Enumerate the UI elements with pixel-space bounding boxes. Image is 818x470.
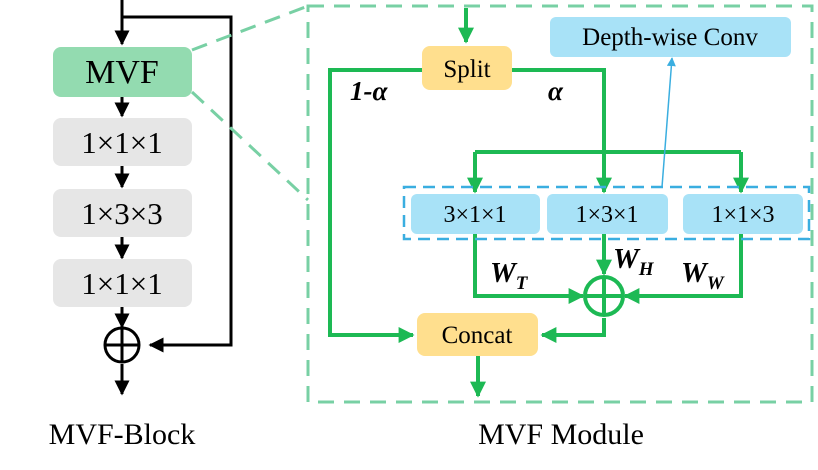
module-frame <box>306 4 814 404</box>
mvf-box-label: MVF <box>85 54 159 91</box>
layer-label-2: 1×3×3 <box>81 196 162 231</box>
split-label: Split <box>443 56 490 83</box>
conv-label-h: 1×3×1 <box>575 202 638 228</box>
layer-label-1: 1×1×1 <box>81 125 162 160</box>
conv-label-w: 1×1×3 <box>711 202 774 228</box>
weight-label-w-main: W <box>681 257 709 289</box>
conv-box-h <box>547 194 668 234</box>
oplus-icon <box>103 326 141 364</box>
zoom-line-top <box>191 4 309 52</box>
path-conv-t-out <box>473 234 585 304</box>
path-conv-w-out <box>623 234 743 304</box>
path-one-minus-alpha <box>328 68 422 343</box>
concat-box <box>417 313 538 356</box>
depthwise-pointer <box>661 57 676 188</box>
oplus-icon <box>583 275 625 317</box>
path-alpha <box>512 68 606 152</box>
mvf-box <box>53 47 192 97</box>
weight-label-w-sub: W <box>707 273 725 294</box>
weight-alpha: α <box>548 76 564 106</box>
zoom-line-bottom <box>190 90 310 202</box>
layer-label-3: 1×1×1 <box>81 266 162 301</box>
conv-box-t <box>411 194 540 234</box>
weight-label-w: WW <box>681 257 725 294</box>
path-oplus-to-concat <box>540 318 606 343</box>
depthwise-box <box>550 17 791 57</box>
weight-label-h-main: W <box>613 243 641 275</box>
weight-label-t-main: W <box>490 257 518 289</box>
weight-label-h-sub: H <box>638 259 655 280</box>
weight-label-t: WT <box>490 257 529 294</box>
conv-box-w <box>683 194 803 234</box>
mvf-module: 3×1×1 1×3×1 1×1×3 Depth-wise Conv Split … <box>306 4 814 451</box>
depthwise-label: Depth-wise Conv <box>582 24 758 51</box>
mvf-block: MVF 1×1×1 1×3×3 1×1×1 MVF-Block <box>49 0 233 451</box>
weight-one-minus-alpha: 1-α <box>350 76 388 106</box>
layer-box-1 <box>53 118 192 166</box>
conv-label-t: 3×1×1 <box>443 202 506 228</box>
weight-label-h: WH <box>613 243 655 280</box>
weight-label-t-sub: T <box>516 273 529 294</box>
layer-box-3 <box>53 259 192 307</box>
module-caption: MVF Module <box>478 418 644 451</box>
skip-connection <box>122 15 233 353</box>
split-box <box>422 46 512 90</box>
concat-label: Concat <box>442 322 513 349</box>
block-caption: MVF-Block <box>49 418 196 451</box>
layer-box-2 <box>53 189 192 237</box>
